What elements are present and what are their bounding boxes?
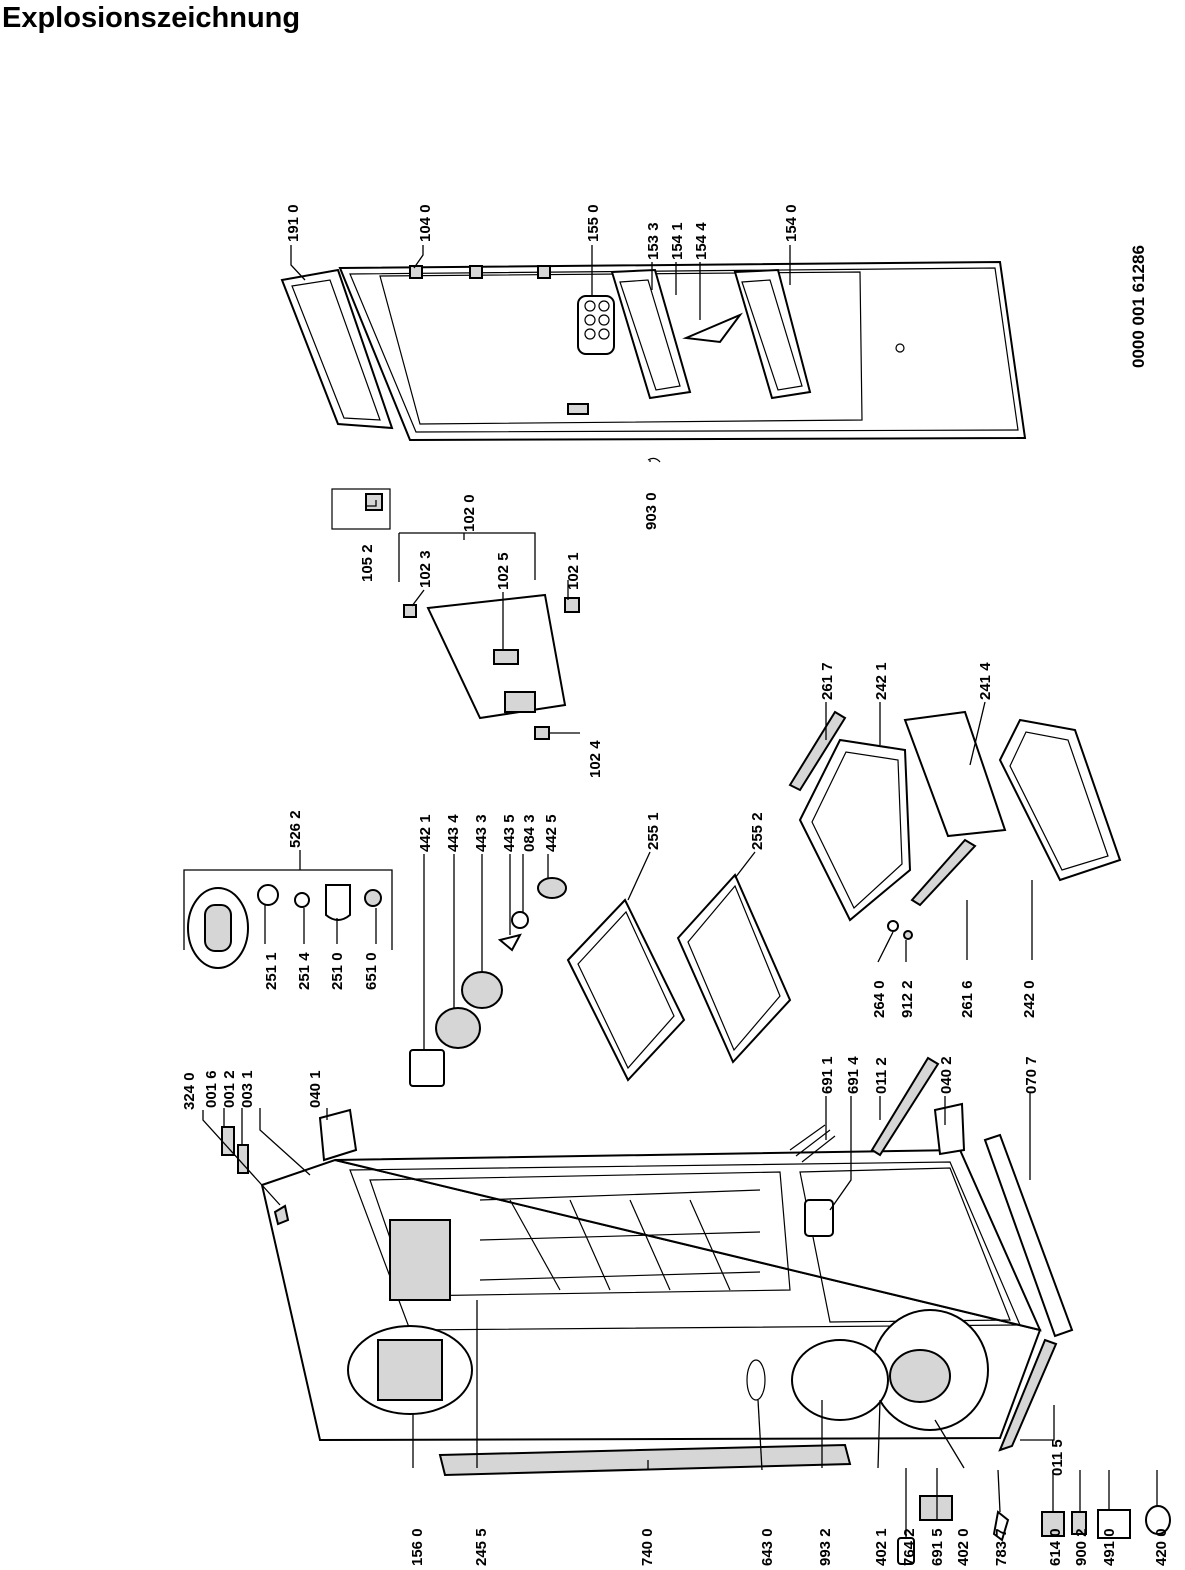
parts-drawing [187,260,1171,1565]
part-label: 402 0 [955,1528,972,1566]
part-label: 242 1 [873,662,890,700]
part-label: 443 5 [501,814,518,852]
part-label: 651 0 [363,952,380,990]
page-title: Explosionszeichnung [2,2,301,34]
part-label: 154 0 [783,204,800,242]
part-label: 251 1 [263,952,280,990]
part-label: 264 0 [871,980,888,1018]
part-label: 442 5 [543,814,560,852]
part-label: 900 2 [1073,1528,1090,1566]
part-label: 245 5 [473,1528,490,1566]
part-label: 903 0 [643,492,660,530]
part-label: 001 2 [221,1070,238,1108]
part-label: 011 5 [1049,1439,1066,1476]
document-number: 0000 001 61286 [1129,245,1148,368]
part-label: 003 1 [239,1070,256,1108]
part-label: 102 4 [587,740,604,778]
part-label: 420 0 [1153,1528,1170,1566]
glass-shelves [566,873,792,1082]
part-label: 251 0 [329,952,346,990]
part-label: 155 0 [585,204,602,242]
door-assembly [280,260,1027,442]
part-label: 255 2 [749,812,766,850]
part-label: 261 6 [959,980,976,1018]
part-label: 001 6 [203,1070,220,1108]
leader-lines [183,245,1158,1538]
part-label: 011 2 [873,1057,890,1094]
hinges-small-parts [221,457,1171,1565]
part-label: 154 4 [693,222,710,260]
part-label: 154 1 [669,222,686,260]
part-label: 740 0 [639,1528,656,1566]
part-label: 040 2 [938,1056,955,1094]
part-label: 102 3 [417,550,434,588]
part-label: 242 0 [1021,980,1038,1018]
part-label: 241 4 [977,662,994,700]
part-label: 324 0 [181,1072,198,1110]
part-label: 614 0 [1047,1528,1064,1566]
crisper-drawers [788,710,1122,940]
part-label: 443 4 [445,814,462,852]
part-label: 070 7 [1023,1056,1040,1094]
part-label: 040 1 [307,1070,324,1108]
part-label: 443 3 [473,814,490,852]
part-label: 104 0 [417,204,434,242]
part-label: 084 3 [521,814,538,852]
part-label: 105 2 [359,544,376,582]
part-label: 102 5 [495,552,512,590]
cabinet-body [260,1133,1074,1477]
part-label: 783 7 [993,1528,1010,1566]
part-label: 402 1 [873,1528,890,1566]
cover-plate [331,488,580,740]
part-label: 442 1 [417,814,434,852]
part-label: 191 0 [285,204,302,242]
part-label: 691 4 [845,1056,862,1094]
part-label: 993 2 [817,1528,834,1566]
part-label: 912 2 [899,980,916,1018]
part-label: 261 7 [819,662,836,700]
part-label: 643 0 [759,1528,776,1566]
part-label: 691 1 [819,1056,836,1094]
part-label: 691 5 [929,1528,946,1566]
part-label: 526 2 [287,810,304,848]
part-label: 255 1 [645,812,662,850]
part-label: 156 0 [409,1528,426,1566]
part-label: 491 0 [1101,1528,1118,1566]
fan-assembly [187,877,567,1087]
part-label: 102 0 [461,494,478,532]
part-label: 764 2 [901,1528,918,1566]
part-label: 102 1 [565,552,582,590]
part-label: 153 3 [645,222,662,260]
part-label: 251 4 [296,952,313,990]
